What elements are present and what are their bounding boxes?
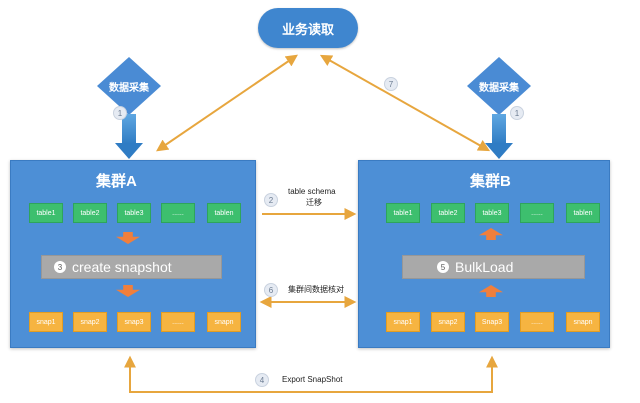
cluster-b-table-n: tablen [566,203,600,223]
step-1-right-badge: 1 [510,106,524,120]
step-1-left-badge: 1 [113,106,127,120]
collect-left-arrow-stem [122,114,136,144]
cluster-b-snap-ellipsis: ...... [520,312,554,332]
cluster-b-table-2: table2 [431,203,465,223]
cluster-b-title: 集群B [470,173,511,190]
cluster-a-snap-1: snap1 [29,312,63,332]
cluster-a-snap-n: snapn [207,312,241,332]
business-read-node: 业务读取 [258,8,358,48]
cluster-a-title: 集群A [96,173,137,190]
step-4-badge: 4 [255,373,269,387]
read-arrow-b [319,54,491,152]
bulkload-bar: 5 BulkLoad [402,255,585,279]
schema-label-line2: 迁移 [306,198,322,207]
schema-label-line1: table schema [288,187,336,196]
create-snapshot-bar: 3 create snapshot [41,255,222,279]
step-3-badge: 3 [54,261,66,273]
cluster-a-table-ellipsis: ...... [161,203,195,223]
bulkload-label: BulkLoad [455,259,514,275]
step-7-badge: 7 [384,77,398,91]
cluster-a-snap-3: snap3 [117,312,151,332]
cluster-a-table-n: tablen [207,203,241,223]
export-label: Export SnapShot [282,375,343,384]
cluster-b-table-3: table3 [475,203,509,223]
verify-label: 集群间数据核对 [288,285,344,294]
cluster-a-table-1: table1 [29,203,63,223]
cluster-a-snap-ellipsis: ...... [161,312,195,332]
export-arrow [124,355,498,393]
cluster-a-table-3: table3 [117,203,151,223]
collect-right-arrow-stem [492,114,506,144]
cluster-b-table-ellipsis: ...... [520,203,554,223]
step-5-badge: 5 [437,261,449,273]
cluster-b-snap-2: snap2 [431,312,465,332]
create-snapshot-label: create snapshot [72,259,172,275]
cluster-a-snap-2: snap2 [73,312,107,332]
cluster-a-table-2: table2 [73,203,107,223]
step-2-badge: 2 [264,193,278,207]
cluster-b-snap-3: Snap3 [475,312,509,332]
read-arrow-a [156,54,298,152]
step-6-badge: 6 [264,283,278,297]
cluster-b-snap-1: snap1 [386,312,420,332]
business-read-label: 业务读取 [281,21,334,37]
cluster-b-table-1: table1 [386,203,420,223]
cluster-b-snap-n: snapn [566,312,600,332]
